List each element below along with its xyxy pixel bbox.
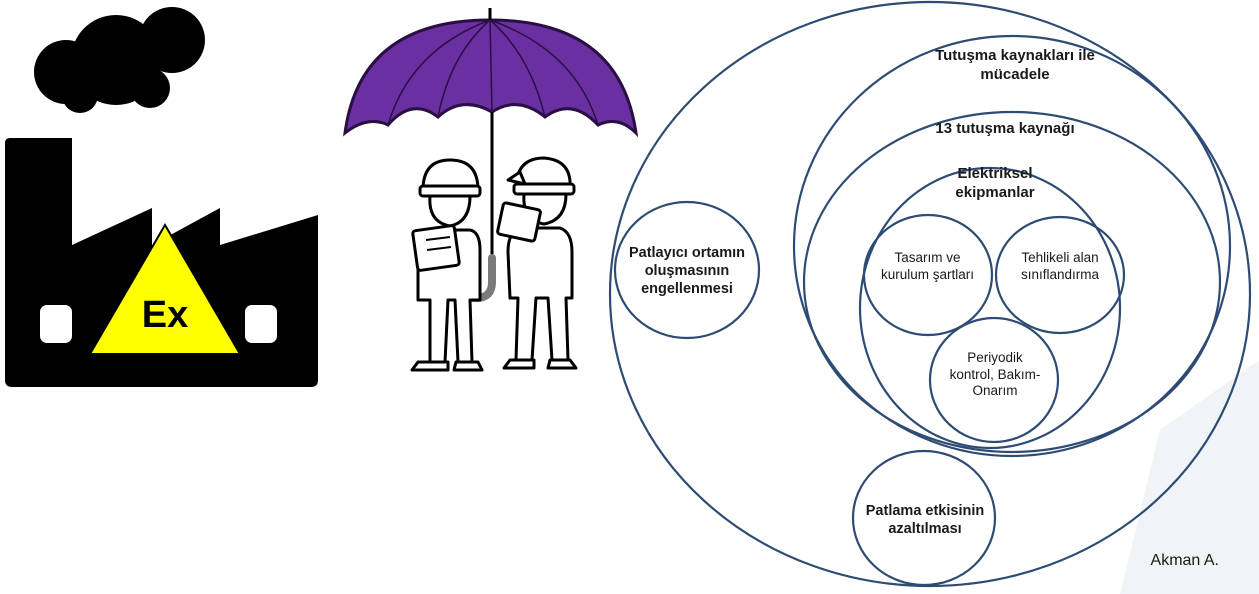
design-installation-circle — [862, 213, 994, 337]
ex-sign-label: Ex — [141, 294, 189, 337]
umbrella-workers-illustration — [343, 8, 639, 372]
prevent-atmosphere-label: Patlayıcı ortamın oluşmasının engellenme… — [628, 244, 746, 298]
ignition-sources-circle — [792, 34, 1232, 458]
thirteen-sources-circle — [802, 110, 1222, 454]
worker-right — [496, 156, 578, 370]
factory-icon — [5, 7, 318, 387]
electrical-equipment-circle — [858, 166, 1122, 450]
electrical-equipment-label: Elektriksel ekipmanlar — [955, 165, 1035, 201]
ex-warning-sign — [88, 223, 242, 355]
hazardous-area-label: Tehlikeli alan sınıflandırma — [1020, 250, 1100, 282]
ignition-sources-label: Tutuşma kaynakları ile mücadele — [935, 47, 1095, 83]
mitigate-explosion-circle — [851, 449, 997, 587]
mitigate-explosion-label: Patlama etkisinin azaltılması — [865, 502, 985, 537]
thirteen-sources-label: 13 tutuşma kaynağı — [935, 119, 1075, 137]
author-credit: Akman A. — [1150, 552, 1219, 569]
periodic-control-label: Periyodik kontrol, Bakım-Onarım — [949, 349, 1041, 399]
periodic-control-circle — [928, 316, 1060, 444]
prevent-atmosphere-circle — [613, 200, 761, 340]
hazardous-area-circle — [994, 215, 1126, 335]
design-installation-label: Tasarım ve kurulum şartları — [880, 250, 975, 282]
outer-circle — [608, 0, 1252, 588]
